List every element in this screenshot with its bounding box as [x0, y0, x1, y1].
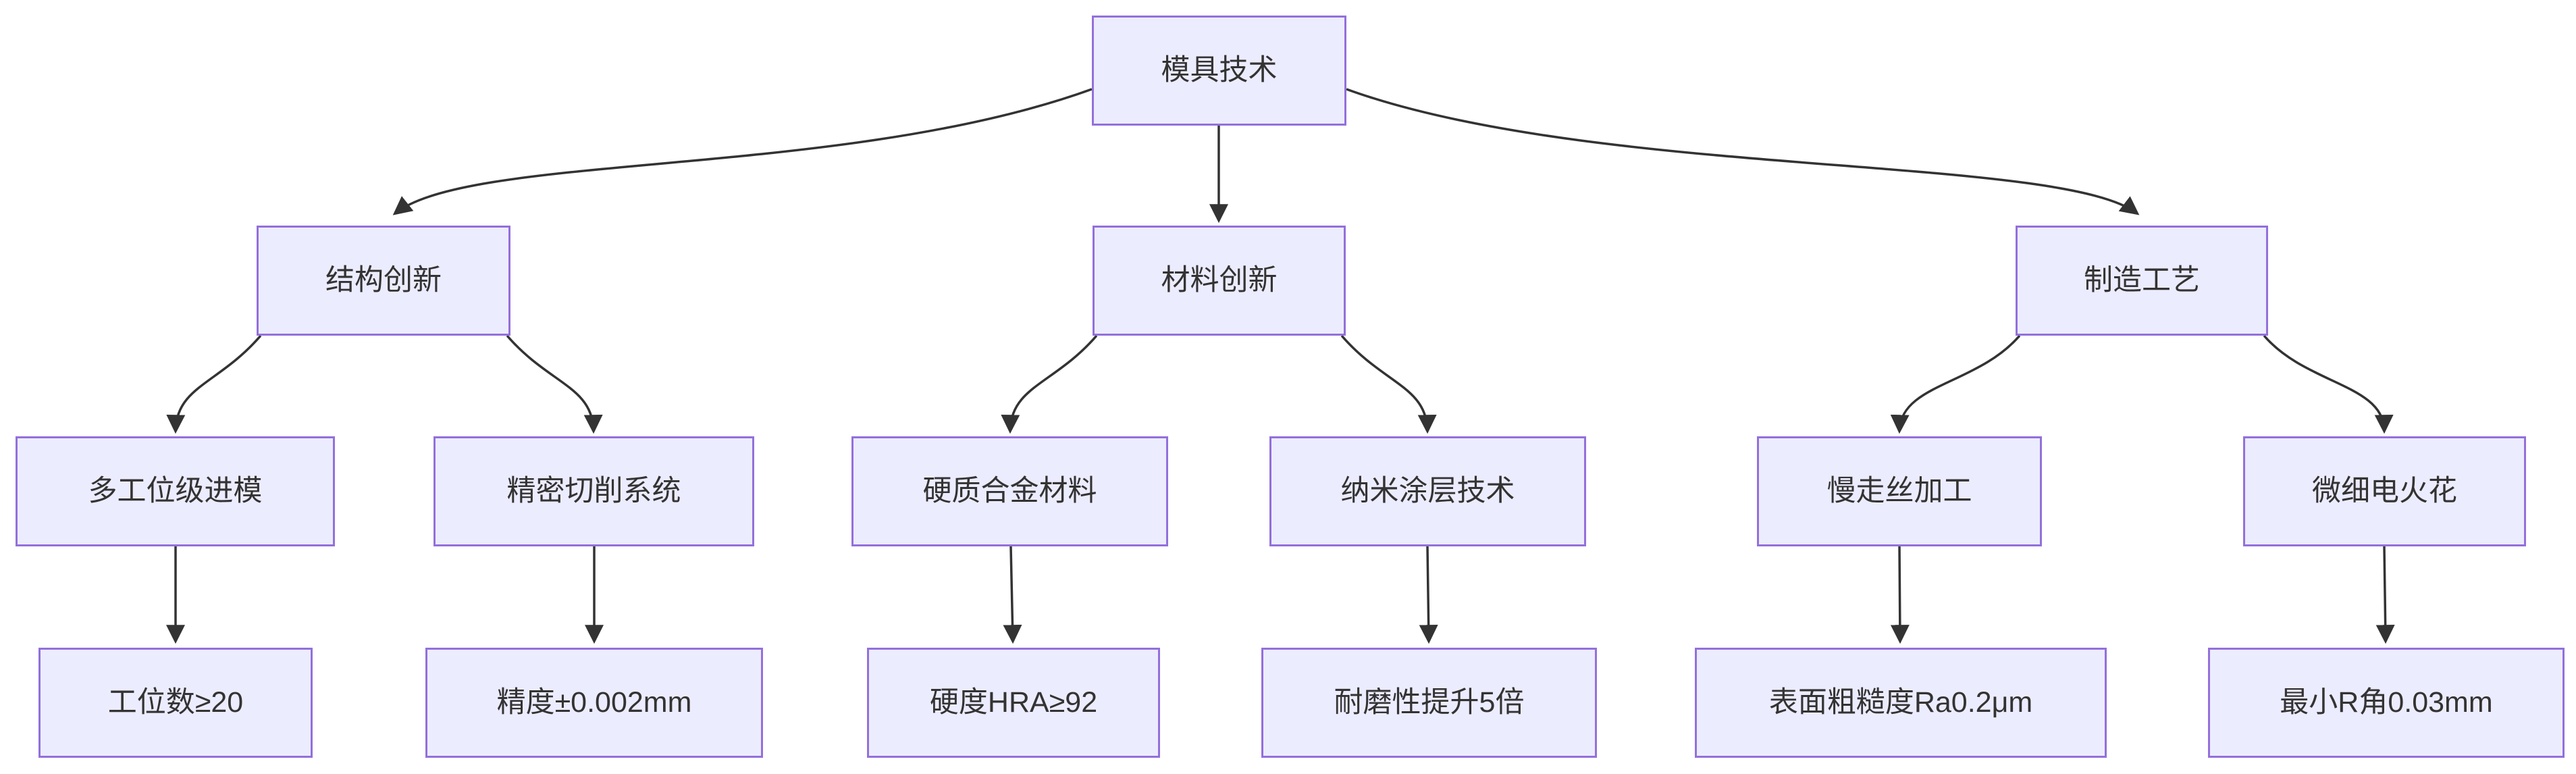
node-nano-coating-technology: 纳米涂层技术 [1269, 436, 1586, 546]
edge-structural-to-cutting-system [506, 334, 603, 434]
node-station-count-spec: 工位数≥20 [38, 648, 313, 758]
node-surface-roughness-spec: 表面粗糙度Ra0.2μm [1695, 648, 2107, 758]
node-precision-spec: 精度±0.002mm [425, 648, 763, 758]
edge-mold-to-manufacturing [1346, 88, 2140, 215]
node-micro-edm: 微细电火花 [2243, 436, 2526, 546]
node-min-r-corner-spec: 最小R角0.03mm [2208, 648, 2565, 758]
node-carbide-material: 硬质合金材料 [851, 436, 1168, 546]
node-mold-technology: 模具技术 [1092, 16, 1346, 126]
edge-manufacturing-to-micro-edm [2263, 334, 2394, 434]
node-structural-innovation: 结构创新 [257, 226, 510, 336]
node-multi-station-progressive-die: 多工位级进模 [16, 436, 335, 546]
edge-structural-to-progressive-die [166, 334, 262, 434]
edge-material-to-carbide [1001, 334, 1098, 434]
node-hardness-spec: 硬度HRA≥92 [867, 648, 1160, 758]
edge-material-to-nano-coating [1340, 334, 1437, 434]
edge-slow-wire-to-roughness [1890, 546, 1910, 644]
node-precision-cutting-system: 精密切削系统 [433, 436, 754, 546]
edge-manufacturing-to-slow-wire [1890, 334, 2021, 434]
node-material-innovation: 材料创新 [1093, 226, 1346, 336]
edge-nano-coating-to-wear [1419, 546, 1438, 644]
edge-mold-to-structural [392, 88, 1093, 215]
node-slow-wire-edm: 慢走丝加工 [1757, 436, 2042, 546]
node-wear-resistance-spec: 耐磨性提升5倍 [1261, 648, 1597, 758]
edge-micro-edm-to-min-r [2375, 546, 2395, 644]
node-manufacturing-process: 制造工艺 [2016, 226, 2268, 336]
edge-carbide-to-hardness [1003, 546, 1022, 644]
